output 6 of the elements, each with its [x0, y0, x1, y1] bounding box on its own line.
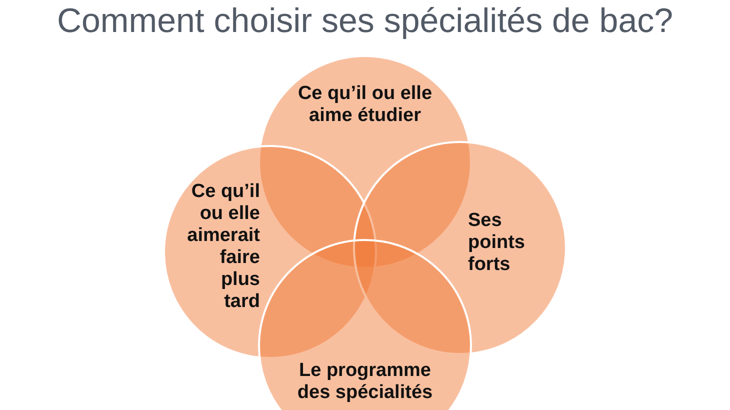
- circle-label: Le programme des spécialités: [296, 360, 434, 404]
- circle-label: Ce qu’il ou elle aimerait faire plus tard: [186, 181, 260, 313]
- circle-label: Ses points forts: [468, 210, 526, 276]
- circle-label: Ce qu’il ou elle aime étudier: [296, 83, 434, 127]
- venn-circle: [353, 141, 567, 355]
- diagram-title: Comment choisir ses spécialités de bac?: [56, 1, 674, 41]
